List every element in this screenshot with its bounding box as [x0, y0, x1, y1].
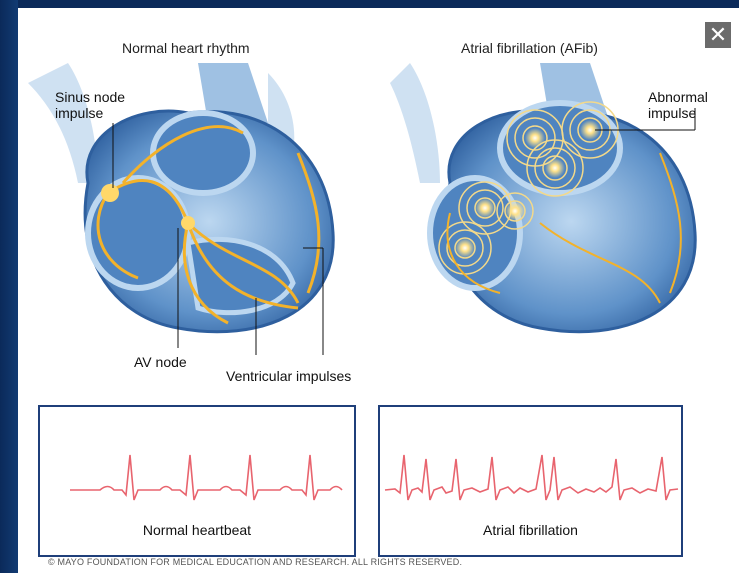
normal-ecg-caption: Normal heartbeat [40, 522, 354, 538]
afib-ecg-trace [380, 445, 681, 525]
afib-ecg-box: Atrial fibrillation [378, 405, 683, 557]
abnormal-impulse-label: Abnormal impulse [648, 89, 708, 121]
normal-ecg-box: Normal heartbeat [38, 405, 356, 557]
close-button[interactable]: ✕ [705, 22, 731, 48]
sinus-node-label: Sinus node impulse [55, 89, 125, 121]
afib-ecg-caption: Atrial fibrillation [380, 522, 681, 538]
av-node-label: AV node [134, 354, 187, 370]
copyright-notice: © MAYO FOUNDATION FOR MEDICAL EDUCATION … [48, 557, 462, 567]
normal-panel-title: Normal heart rhythm [122, 40, 250, 56]
figure-frame: ✕ Normal heart rhythm Atrial fibrillatio… [18, 0, 739, 573]
afib-panel-title: Atrial fibrillation (AFib) [461, 40, 598, 56]
ventricular-impulses-label: Ventricular impulses [226, 368, 351, 384]
normal-ecg-trace [40, 445, 354, 525]
close-icon: ✕ [709, 24, 727, 46]
